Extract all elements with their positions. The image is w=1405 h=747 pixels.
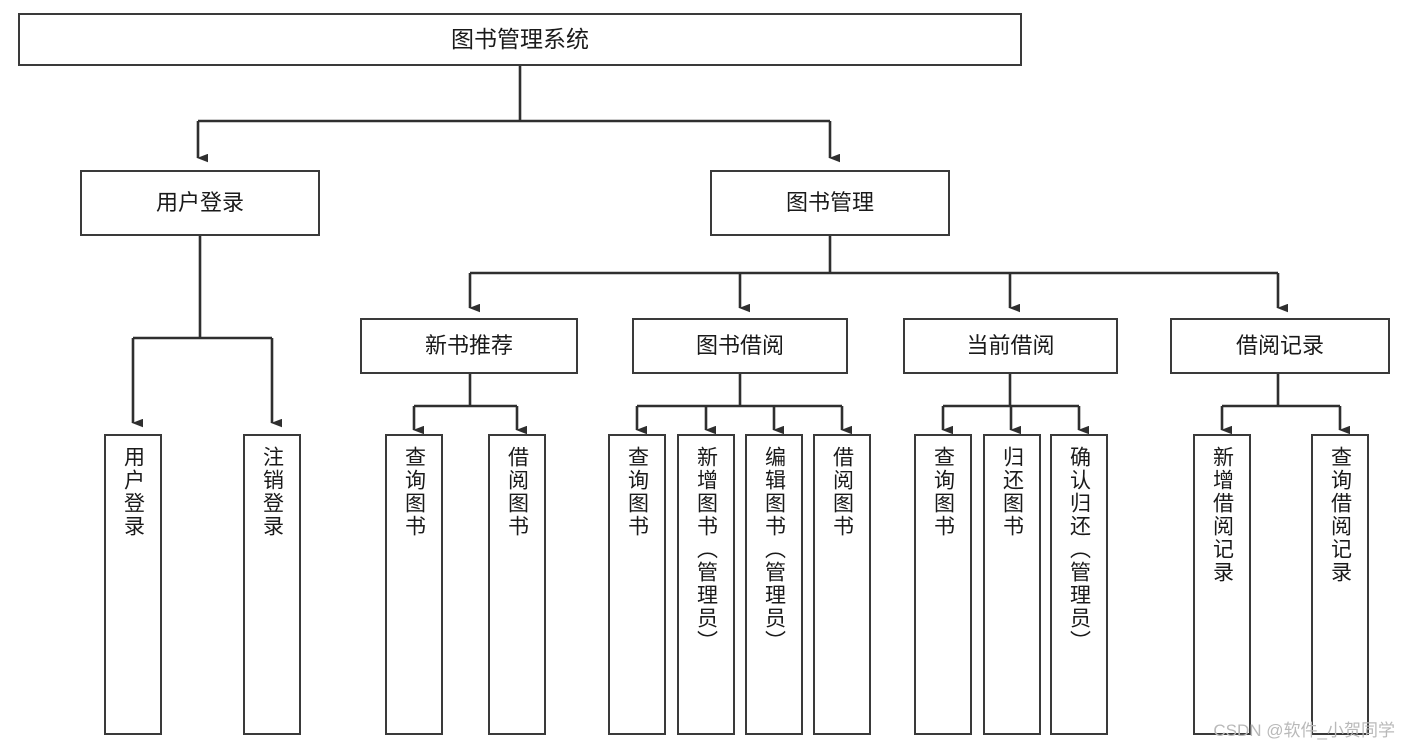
node-root-label: 图书管理系统	[451, 26, 589, 53]
node-leaf-user-login[interactable]: 用户登录	[104, 434, 162, 735]
node-leaf-query-book-1[interactable]: 查询图书	[385, 434, 443, 735]
node-leaf-user-login-label: 用户登录	[121, 446, 145, 538]
node-leaf-add-record-label: 新增借阅记录	[1210, 446, 1234, 584]
node-leaf-query-book-2-label: 查询图书	[625, 446, 649, 538]
node-leaf-edit-book[interactable]: 编辑图书（管理员）	[745, 434, 803, 735]
node-leaf-query-record[interactable]: 查询借阅记录	[1311, 434, 1369, 735]
node-new-book-recommend-label: 新书推荐	[424, 333, 513, 359]
node-book-manage-label: 图书管理	[785, 190, 874, 216]
node-root[interactable]: 图书管理系统	[18, 13, 1022, 66]
node-leaf-query-record-label: 查询借阅记录	[1328, 446, 1352, 584]
node-book-manage[interactable]: 图书管理	[710, 170, 950, 236]
node-leaf-query-book-3-label: 查询图书	[931, 446, 955, 538]
node-borrow-record-label: 借阅记录	[1235, 333, 1324, 359]
node-leaf-return-book[interactable]: 归还图书	[983, 434, 1041, 735]
node-current-borrow-label: 当前借阅	[966, 333, 1055, 359]
node-leaf-add-book-label: 新增图书（管理员）	[694, 446, 718, 653]
node-leaf-add-book[interactable]: 新增图书（管理员）	[677, 434, 735, 735]
node-user-login-label: 用户登录	[155, 190, 244, 216]
node-leaf-borrow-book-1[interactable]: 借阅图书	[488, 434, 546, 735]
node-leaf-query-book-1-label: 查询图书	[402, 446, 426, 538]
node-leaf-return-book-label: 归还图书	[1000, 446, 1024, 538]
node-leaf-logout[interactable]: 注销登录	[243, 434, 301, 735]
node-book-borrow-label: 图书借阅	[695, 333, 784, 359]
node-current-borrow[interactable]: 当前借阅	[903, 318, 1118, 374]
node-user-login[interactable]: 用户登录	[80, 170, 320, 236]
node-leaf-edit-book-label: 编辑图书（管理员）	[762, 446, 786, 653]
node-leaf-borrow-book-1-label: 借阅图书	[505, 446, 529, 538]
node-leaf-confirm-return-label: 确认归还（管理员）	[1067, 446, 1091, 653]
node-leaf-borrow-book-2-label: 借阅图书	[830, 446, 854, 538]
node-leaf-query-book-3[interactable]: 查询图书	[914, 434, 972, 735]
node-leaf-borrow-book-2[interactable]: 借阅图书	[813, 434, 871, 735]
node-borrow-record[interactable]: 借阅记录	[1170, 318, 1390, 374]
node-leaf-confirm-return[interactable]: 确认归还（管理员）	[1050, 434, 1108, 735]
node-leaf-logout-label: 注销登录	[260, 446, 284, 538]
node-leaf-add-record[interactable]: 新增借阅记录	[1193, 434, 1251, 735]
node-new-book-recommend[interactable]: 新书推荐	[360, 318, 578, 374]
node-leaf-query-book-2[interactable]: 查询图书	[608, 434, 666, 735]
node-book-borrow[interactable]: 图书借阅	[632, 318, 848, 374]
